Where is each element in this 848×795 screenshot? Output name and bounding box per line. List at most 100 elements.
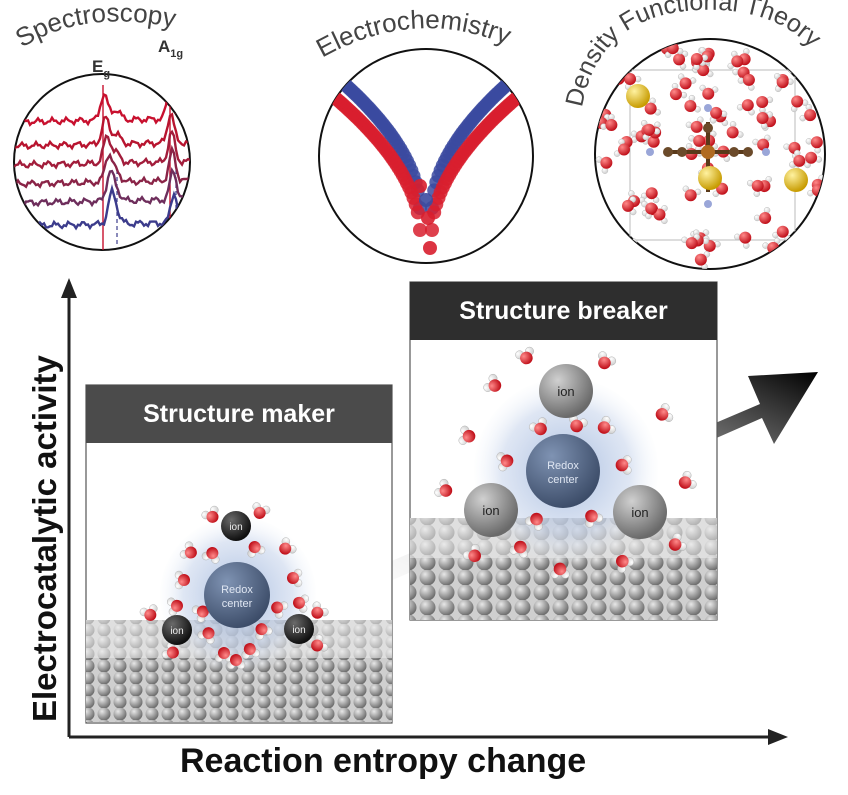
ec-point — [319, 77, 326, 92]
water-molecule — [271, 601, 289, 619]
oxygen-atom — [611, 233, 624, 246]
oxygen-atom — [690, 52, 703, 65]
ec-point — [425, 223, 439, 237]
oxygen-atom — [756, 112, 769, 125]
ec-point — [533, 50, 547, 64]
ec-point — [328, 69, 343, 84]
metal-atom — [698, 166, 722, 190]
svg-text:ion: ion — [292, 625, 305, 636]
ec-point — [542, 44, 556, 58]
oxygen-atom — [804, 109, 817, 122]
water-molecule — [655, 403, 674, 422]
oxygen-atom — [617, 143, 630, 156]
ec-point — [526, 55, 533, 70]
ec-point — [522, 58, 533, 73]
water-molecule — [569, 414, 588, 433]
svg-text:Eg: Eg — [92, 57, 110, 80]
oxygen-atom — [810, 136, 823, 149]
oxygen-atom — [741, 99, 754, 112]
water-molecule — [615, 455, 632, 475]
water-molecule — [226, 654, 246, 670]
oxygen-atom — [684, 99, 697, 112]
water-molecule — [161, 641, 179, 659]
maker-ion-right: ion — [284, 614, 314, 644]
ec-point — [322, 85, 337, 100]
oxygen-atom — [624, 73, 637, 86]
oxygen-atom — [621, 199, 634, 212]
oxygen-atom — [643, 123, 656, 136]
structure-maker-title: Structure maker — [86, 385, 392, 443]
water-molecule — [483, 373, 502, 392]
breaker-ion-right: ion — [613, 485, 667, 539]
y-axis-arrowhead — [61, 278, 77, 298]
water-molecule — [255, 623, 273, 641]
ec-point — [537, 69, 551, 83]
spectrum-line — [14, 144, 190, 189]
oxygen-atom — [694, 253, 707, 266]
spectroscopy-title: Spectroscopy — [10, 0, 179, 53]
ec-point — [515, 63, 530, 78]
water-molecule — [515, 346, 534, 365]
ec-point — [324, 65, 339, 80]
oxygen-atom — [792, 59, 805, 72]
water-molecule — [201, 505, 219, 523]
ec-point — [301, 47, 315, 61]
y-axis-title: Electrocatalytic activity — [26, 355, 63, 722]
ec-point — [337, 76, 352, 91]
maker-redox-label-1: Redox — [221, 584, 253, 596]
ec-point — [500, 76, 515, 91]
ec-point — [335, 75, 350, 89]
oxygen-atom — [756, 96, 769, 109]
x-axis-arrowhead — [768, 729, 788, 745]
breaker-ion-left: ion — [464, 483, 518, 537]
oxygen-atom — [776, 76, 789, 89]
oxygen-atom — [807, 244, 820, 257]
ec-point — [305, 72, 319, 86]
svg-text:ion: ion — [229, 522, 242, 533]
oxygen-atom — [645, 187, 658, 200]
svg-text:ion: ion — [557, 384, 574, 399]
water-molecule — [197, 627, 215, 645]
ec-point — [507, 71, 522, 86]
water-molecule — [166, 597, 183, 616]
ec-point — [513, 65, 528, 80]
oxygen-atom — [789, 249, 802, 262]
ec-point — [515, 85, 530, 100]
ec-point — [413, 223, 427, 237]
oxygen-atom — [600, 156, 613, 169]
water-molecule — [287, 568, 303, 588]
oxygen-atom — [605, 247, 618, 260]
spectrum-line — [14, 90, 190, 128]
ec-point — [513, 87, 528, 102]
ec-point — [423, 241, 437, 255]
ec-point — [544, 64, 558, 78]
ec-point — [303, 48, 317, 62]
ec-point — [296, 66, 310, 80]
ec-point — [319, 51, 322, 66]
svg-text:A1g: A1g — [158, 37, 183, 60]
plot-axes — [61, 278, 788, 745]
oxygen-atom — [612, 51, 625, 64]
water-molecule — [252, 502, 271, 519]
water-molecule — [524, 512, 543, 531]
ec-point — [544, 42, 558, 56]
ec-point — [299, 67, 313, 81]
ec-point — [528, 75, 533, 90]
water-molecule — [293, 594, 310, 613]
peak-label-eg-sub: g — [103, 68, 110, 80]
ec-point — [535, 48, 549, 62]
breaker-redox-center — [526, 434, 600, 508]
water-molecule — [247, 541, 266, 558]
water-molecule — [201, 547, 220, 564]
oxygen-atom — [793, 154, 806, 167]
breaker-water-molecules — [434, 346, 697, 579]
ec-point — [294, 42, 308, 56]
oxygen-atom — [647, 135, 660, 148]
oxygen-atom — [595, 206, 608, 219]
ec-point — [537, 47, 551, 61]
ec-point — [303, 70, 317, 84]
ec-point — [530, 51, 533, 66]
ec-point — [509, 69, 524, 84]
svg-text:ion: ion — [482, 503, 499, 518]
spectroscopy-inset: Eg A1g Spectroscopy — [10, 0, 191, 251]
